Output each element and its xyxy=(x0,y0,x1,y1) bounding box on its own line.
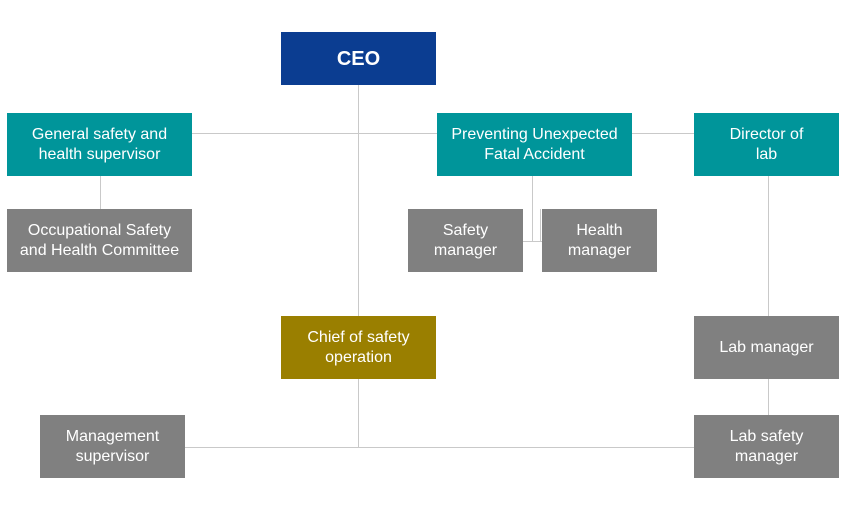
connector-manager-bracket xyxy=(540,209,541,241)
chief-safety-operation-box: Chief of safety operation xyxy=(281,316,436,379)
osh-committee-box: Occupational Safety and Health Committee xyxy=(7,209,192,272)
connector-ceo-trunk xyxy=(358,85,359,447)
connector-director-labmanager xyxy=(768,176,769,316)
safety-manager-box: Safety manager xyxy=(408,209,523,272)
lab-manager-box: Lab manager xyxy=(694,316,839,379)
connector-fatal-managers xyxy=(532,176,533,241)
management-supervisor-box: Management supervisor xyxy=(40,415,185,478)
connector-managers-join xyxy=(523,241,542,242)
health-manager-box: Health manager xyxy=(542,209,657,272)
connector-labmanager-labsafety xyxy=(768,379,769,415)
connector-supervisor-committee xyxy=(100,176,101,209)
preventing-fatal-accident-box: Preventing Unexpected Fatal Accident xyxy=(437,113,632,176)
connector-bottom-row xyxy=(185,447,694,448)
general-safety-supervisor-box: General safety and health supervisor xyxy=(7,113,192,176)
lab-safety-manager-box: Lab safety manager xyxy=(694,415,839,478)
director-of-lab-box: Director of lab xyxy=(694,113,839,176)
ceo-box: CEO xyxy=(281,32,436,85)
